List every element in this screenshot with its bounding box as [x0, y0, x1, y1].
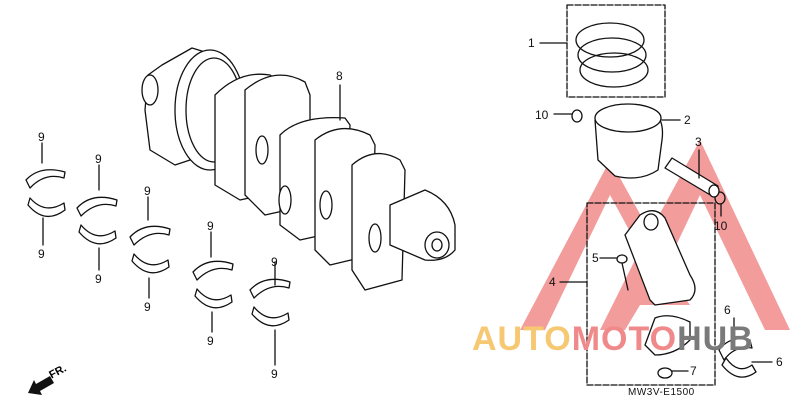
callout-10-lower: 10 [714, 219, 728, 233]
crankshaft-drawing [141, 47, 456, 291]
callout-6-lower: 6 [776, 355, 783, 369]
callout-1: 1 [528, 36, 535, 50]
callout-9: 9 [95, 272, 102, 286]
callout-9: 9 [38, 247, 45, 261]
callout-10-upper: 10 [535, 108, 549, 122]
rod-nut-drawing [657, 367, 673, 379]
callout-9: 9 [95, 152, 102, 166]
watermark-hub: HUB [677, 320, 754, 358]
piston-rings-drawing [575, 22, 649, 88]
callout-9: 9 [271, 255, 278, 269]
piston-pin-drawing [664, 157, 720, 198]
clip-lower [714, 191, 726, 205]
callout-9: 9 [38, 130, 45, 144]
rod-bolt-drawing [616, 254, 629, 291]
callout-9: 9 [144, 300, 151, 314]
diagram-code: MW3V-E1500 [628, 387, 695, 398]
callout-5: 5 [592, 251, 599, 265]
callout-3: 3 [695, 135, 702, 149]
connecting-rod-drawing [624, 210, 696, 356]
clip-upper [571, 109, 583, 123]
callout-9: 9 [207, 219, 214, 233]
front-arrow-icon [28, 376, 54, 395]
rod-bearings-drawing [718, 338, 757, 378]
callout-4: 4 [549, 275, 556, 289]
piston-drawing [594, 103, 664, 179]
callout-8: 8 [336, 69, 343, 83]
callout-6-upper: 6 [724, 303, 731, 317]
main-bearings-drawing [25, 169, 291, 327]
callout-9: 9 [207, 334, 214, 348]
watermark-moto: MOTO [571, 320, 678, 358]
callout-9: 9 [271, 367, 278, 381]
watermark-text: AUTOMOTOHUB [472, 320, 754, 359]
callout-2: 2 [684, 113, 691, 127]
bearing-leaders [41, 142, 276, 366]
watermark-auto: AUTO [472, 320, 572, 358]
callout-9: 9 [144, 184, 151, 198]
callout-7: 7 [690, 364, 697, 378]
